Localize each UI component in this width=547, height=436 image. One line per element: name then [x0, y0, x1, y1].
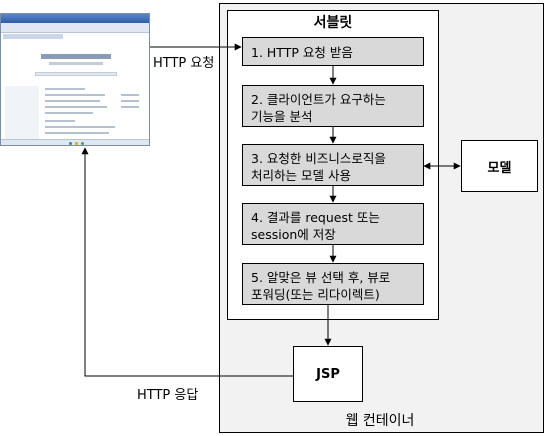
- step-5-line-1: 5. 알맞은 뷰 선택 후, 뷰로: [251, 270, 391, 285]
- browser-content-line: [45, 112, 93, 114]
- browser-content-line: [121, 94, 139, 96]
- step-5-box: 5. 알맞은 뷰 선택 후, 뷰로 포워딩(또는 리다이렉트): [242, 263, 424, 305]
- browser-content-line: [121, 100, 139, 102]
- step-4-line-1: 4. 결과를 request 또는: [251, 210, 380, 225]
- browser-content-line: [45, 100, 100, 102]
- browser-content-line: [121, 106, 139, 108]
- browser-search-box: [35, 72, 117, 76]
- browser-tab: [3, 34, 63, 39]
- http-response-label: HTTP 응답: [137, 388, 199, 403]
- step-1-line-1: 1. HTTP 요청 받음: [251, 45, 353, 60]
- browser-content-line: [45, 88, 85, 90]
- arrow-jsp-to-browser-response: [81, 147, 293, 377]
- browser-sidebar: [5, 86, 39, 142]
- web-container-label: 웹 컨테이너: [345, 413, 415, 429]
- browser-content-line: [45, 132, 109, 134]
- step-3-box: 3. 요청한 비즈니스로직을 처리하는 모델 사용: [242, 144, 424, 186]
- step-4-line-2: session에 저장: [251, 227, 336, 242]
- browser-status-icon: [75, 142, 78, 145]
- step-3-line-1: 3. 요청한 비즈니스로직을: [251, 151, 386, 166]
- step-4-box: 4. 결과를 request 또는 session에 저장: [242, 203, 424, 245]
- step-2-box: 2. 클라이언트가 요구하는 기능을 분석: [242, 85, 424, 127]
- browser-content-line: [45, 126, 115, 128]
- http-request-label: HTTP 요청: [153, 56, 215, 71]
- model-box: 모델: [461, 140, 538, 192]
- browser-content-line: [45, 106, 107, 108]
- step-2-line-1: 2. 클라이언트가 요구하는: [251, 92, 386, 107]
- step-3-line-2: 처리하는 모델 사용: [251, 168, 351, 183]
- browser-window-thumbnail: [0, 13, 150, 146]
- step-5-line-2: 포워딩(또는 리다이렉트): [251, 287, 380, 302]
- browser-status-icon: [69, 142, 72, 145]
- jsp-box: JSP: [293, 346, 363, 402]
- servlet-title: 서블릿: [313, 15, 353, 31]
- browser-titlebar: [1, 14, 149, 23]
- browser-content-line: [45, 94, 105, 96]
- browser-page-heading: [41, 54, 111, 59]
- browser-status-icon: [81, 142, 84, 145]
- browser-page-subheading: [49, 62, 103, 65]
- step-2-line-2: 기능을 분석: [251, 109, 313, 124]
- step-1-box: 1. HTTP 요청 받음: [242, 37, 424, 66]
- browser-content-line: [45, 120, 75, 122]
- browser-toolbar: [1, 23, 149, 33]
